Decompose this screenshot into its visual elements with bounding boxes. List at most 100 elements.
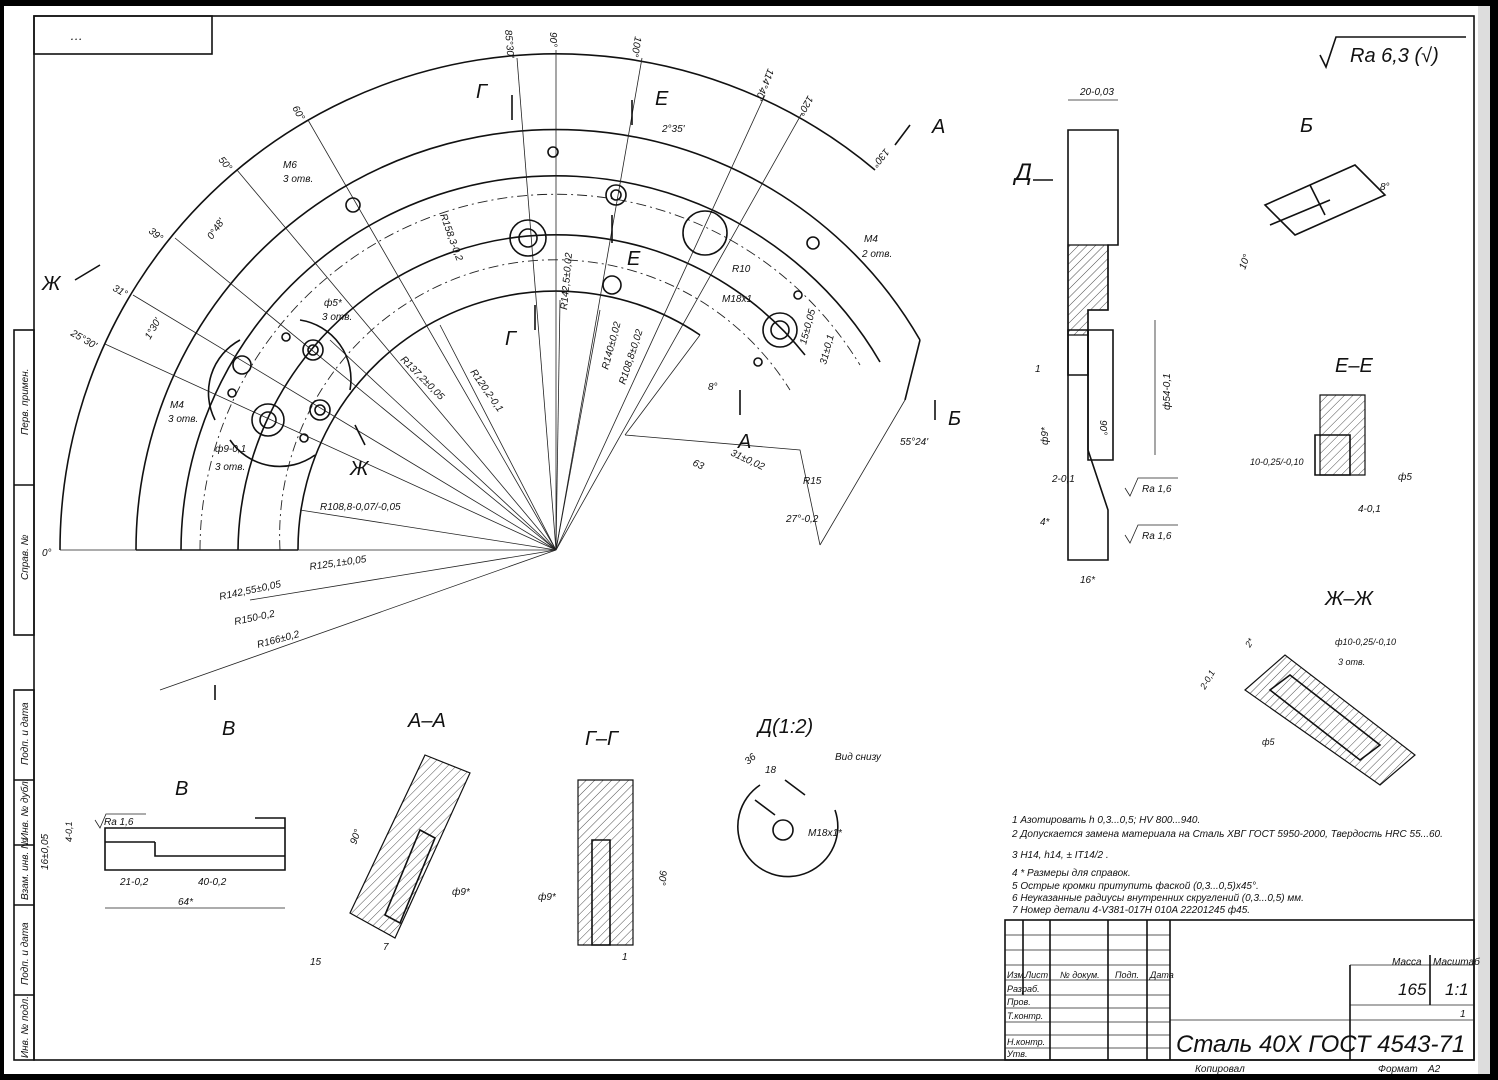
drawing-main-view-callouts-9-label: 2 отв. xyxy=(861,249,892,260)
drawing-notes-1-label: 2 Допускается замена материала на Сталь … xyxy=(1011,829,1443,840)
drawing-view-d-mark-label: Д xyxy=(1012,159,1032,186)
drawing-section-gg-title-label: Г–Г xyxy=(585,728,620,750)
drawing-main-view-section-marks-8-label: Б xyxy=(948,408,961,430)
title-block-headers-2-label: № докум. xyxy=(1060,970,1100,980)
drawing-view-v-title-label: В xyxy=(175,778,188,800)
drawing-view-v-dims-2-label: 21-0,2 xyxy=(119,877,149,888)
section-g-g: Г–Г ф9* 90° 1 xyxy=(538,728,668,963)
drawing-notes-3-label: 4 * Размеры для справок. xyxy=(1012,868,1131,879)
drawing-side-stamps-1-label: Справ. № xyxy=(20,534,31,580)
drawing-main-view-section-marks-9-label: В xyxy=(222,718,235,740)
drawing-section-ee-title-label: Е–Е xyxy=(1335,355,1373,377)
drawing-roughness-label: Ra 6,3 (√) xyxy=(1350,45,1439,67)
drawing-main-view-section-marks-3-label: Г xyxy=(505,328,518,350)
drawing-section-ee-dims-1-label: ф5 xyxy=(1398,471,1412,483)
drawing-main-view-callouts-3-label: 3 отв. xyxy=(322,312,352,323)
drawing-main-view-callouts-14-label: R15 xyxy=(803,476,822,487)
drawing-notes-0-label: 1 Азотировать h 0,3...0,5; HV 800...940. xyxy=(1012,815,1200,826)
title-block-scale-label: 1:1 xyxy=(1445,980,1469,999)
drawing-main-view-callouts-8-label: M4 xyxy=(864,234,878,245)
drawing-main-view-callouts-2-label: ф5* xyxy=(324,297,343,309)
drawing-view-d-ra-0-label: Ra 1,6 xyxy=(1142,484,1172,495)
title-block-mass-label-label: Масса xyxy=(1392,957,1422,968)
title-block: Изм. Лист № докум. Подп. Дата Разраб. Пр… xyxy=(1004,919,1480,1075)
drawing-side-stamps-6-label: Инв. № подл. xyxy=(20,996,31,1058)
drawing-view-d12-dims-1-label: 18 xyxy=(765,765,777,776)
drawing-view-d-dims-3-label: 2-0,1 xyxy=(1051,474,1075,485)
section-a-a: А–А 90° ф9* 15 7 xyxy=(310,710,471,968)
drawing-section-zhzh-dims-0-label: ф10-0,25/-0,10 xyxy=(1335,637,1396,647)
drawing-view-b-dims-0-label: 8° xyxy=(1380,182,1390,193)
technical-notes: 1 Азотировать h 0,3...0,5; HV 800...940.… xyxy=(1011,815,1443,916)
drawing-section-aa-dims-0-label: 90° xyxy=(348,828,364,846)
drawing-section-aa-dims-3-label: 7 xyxy=(383,942,389,953)
drawing-main-view-section-marks-1-label: Ж xyxy=(349,458,370,480)
drawing-view-d-dims-1-label: 1 xyxy=(1035,364,1041,375)
drawing-main-view-callouts-6-label: ф9-0,1 xyxy=(215,443,246,455)
drawing-view-v-dims-3-label: 40-0,2 xyxy=(198,877,227,888)
drawing-view-d-dims-7-label: 90° xyxy=(1097,420,1108,435)
drawing-top-left-stamp-label: … xyxy=(70,28,83,43)
drawing-main-view-callouts-1-label: 3 отв. xyxy=(283,174,313,185)
drawing-main-view-callouts-10-label: R10 xyxy=(732,264,751,275)
title-block-sheet-label: 1 xyxy=(1460,1009,1466,1020)
drawing-view-d-dims-4-label: 4* xyxy=(1040,517,1051,528)
view-d-1-2: Д(1:2) Вид снизу 36 18 M18x1* xyxy=(737,716,882,878)
title-block-copied-label: Копировал xyxy=(1195,1064,1245,1075)
drawing-section-zhzh-dims-4-label: ф5 xyxy=(1262,737,1276,747)
drawing-section-zhzh-dims-1-label: 3 отв. xyxy=(1338,657,1365,667)
drawing-view-d12-title-label: Д(1:2) xyxy=(756,716,813,738)
drawing-main-view-callouts-22-label: 8° xyxy=(708,382,718,393)
drawing-side-stamps-2-label: Подп. и дата xyxy=(20,702,31,765)
drawing-section-gg-dims-2-label: 1 xyxy=(622,952,628,963)
drawing-section-ee-dims-2-label: 4-0,1 xyxy=(1358,504,1381,515)
drawing-main-view-callouts-4-label: M4 xyxy=(170,400,184,411)
drawing-view-d-dims-0-label: 20-0,03 xyxy=(1079,87,1114,98)
drawing-notes-5-label: 6 Неуказанные радиусы внутренних скругле… xyxy=(1012,893,1304,904)
drawing-main-view-callouts-11-label: M18x1 xyxy=(722,294,752,305)
drawing-side-stamps-4-label: Взам. инв. № xyxy=(20,838,31,900)
drawing-side-stamps-5-label: Подп. и дата xyxy=(20,922,31,985)
drawing-view-v-dims-4-label: 64* xyxy=(178,897,194,908)
main-view-arc-segment xyxy=(59,50,921,691)
section-e-e: Е–Е 10-0,25/-0,10 ф5 4-0,1 xyxy=(1250,355,1412,515)
title-block-rows-4-label: Утв. xyxy=(1006,1049,1027,1059)
title-block-format-label: A2 xyxy=(1427,1064,1441,1075)
drawing-view-v-ra-label: Ra 1,6 xyxy=(104,817,134,828)
view-b: Б 8° 10° xyxy=(1237,115,1389,271)
drawing-main-view-angles-7-label: 90° xyxy=(547,32,558,47)
section-zh-zh: Ж–Ж ф10-0,25/-0,10 3 отв. 2* 2-0,1 ф5 xyxy=(1198,588,1416,786)
title-block-headers-0-label: Изм. xyxy=(1007,970,1026,980)
drawing-main-view-angles-8-label: 100° xyxy=(628,35,642,57)
drawing-section-gg-dims-0-label: ф9* xyxy=(538,891,557,903)
view-d: 20-0,03 Д 1 ф9* 2-0,1 4* 16* ф54-0,1 90°… xyxy=(1012,87,1178,586)
drawing-main-view-callouts-7-label: 3 отв. xyxy=(215,462,245,473)
drawing-section-ee-dims-0-label: 10-0,25/-0,10 xyxy=(1250,457,1304,467)
drawing-section-aa-dims-1-label: ф9* xyxy=(452,886,471,898)
title-block-mass-label: 165 xyxy=(1398,980,1427,999)
title-block-rows-1-label: Пров. xyxy=(1007,997,1031,1007)
drawing-main-view-angles-0-label: 0° xyxy=(42,548,52,559)
drawing-main-view-callouts-17-label: 27°-0,2 xyxy=(785,514,819,525)
view-v: В Ra 1,6 16±0,05 4-0,1 21-0,2 40-0,2 64* xyxy=(40,778,286,909)
drawing-view-v-dims-0-label: 16±0,05 xyxy=(40,833,51,870)
drawing-main-view-radii-6-label: R108,8-0,07/-0,05 xyxy=(320,502,401,513)
drawing-section-aa-title-label: А–А xyxy=(407,710,446,732)
drawing-main-view-section-marks-7-label: А xyxy=(931,116,945,138)
drawing-main-view-radii-3-label: R142,5±0,02 xyxy=(559,252,575,310)
title-block-rows-0-label: Разраб. xyxy=(1007,984,1040,994)
drawing-view-v-dims-1-label: 4-0,1 xyxy=(64,821,74,842)
drawing-main-view-section-marks-2-label: Г xyxy=(476,81,489,103)
drawing-main-view-callouts-19-label: 2°35' xyxy=(661,124,686,135)
drawing-main-view-callouts-18-label: 55°24' xyxy=(900,437,929,448)
title-block-format-label-label: Формат xyxy=(1378,1064,1418,1075)
drawing-view-b-label-label: Б xyxy=(1300,115,1313,137)
drawing-section-gg-dims-1-label: 90° xyxy=(656,870,668,886)
drawing-section-aa-dims-2-label: 15 xyxy=(310,957,322,968)
drawing-main-view-callouts-0-label: M6 xyxy=(283,160,297,171)
drawing-main-view-callouts-15-label: 63 xyxy=(691,458,706,473)
title-block-scale-label-label: Масштаб xyxy=(1433,956,1480,968)
drawing-view-d12-note-label: Вид снизу xyxy=(835,752,882,763)
title-block-headers-4-label: Дата xyxy=(1149,970,1174,980)
drawing-view-d-dims-5-label: 16* xyxy=(1080,575,1096,586)
